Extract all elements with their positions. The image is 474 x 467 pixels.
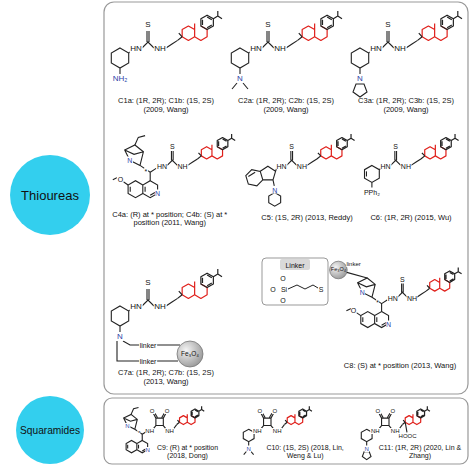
compound-caption: C9: (R) at * position (2018, Dong) [148,444,228,460]
atom-label: S [289,142,295,149]
atom-label: O [149,408,155,414]
atom-label: NH [274,45,287,53]
atom-label: NH [394,45,407,53]
c8-structure [330,261,462,327]
atom-label: NH [154,303,167,311]
linker-box [262,258,328,305]
atom-label: NH [145,428,155,434]
atom-label: HN [250,45,263,53]
atom-label: HN [157,163,168,170]
compound-caption: C11: (1R, 2R) (2020, Lin & Zhang) [374,444,466,460]
atom-label: O [280,296,286,303]
atom-label: S [400,275,406,282]
squaramide-panel [104,398,468,464]
compound-caption: C3a: (1R, 2R); C3b: (1S, 2S) (2009, Wang… [348,97,464,114]
atom-label: N [237,75,244,83]
atom-label: N [117,333,124,341]
compound-caption: C1a: (1R, 2R); C1b: (1S, 2S) (2009, Wang… [108,97,224,114]
atom-label: NH [390,428,400,434]
atom-label: NH [371,428,381,434]
atom-label: * [144,167,148,174]
atom-label: S [318,286,324,293]
atom-label: Linker [285,261,305,268]
compound-caption: C8: (S) at * position (2013, Wang) [335,362,465,371]
atom-label: Fe₃O₄ [330,267,346,273]
c7-structure [111,269,222,367]
atom-label: HN [380,163,391,170]
compound-caption: C5: (1S, 2R) (2013, Reddy) [260,214,355,223]
atom-label: NH [272,428,282,434]
atom-label: HN [370,45,383,53]
atom-label: NH [253,428,263,434]
category-circle: Squaramides [16,396,84,464]
atom-label: O [390,408,396,414]
atom-label: linker [139,358,157,365]
atom-label: S [169,142,175,149]
category-circle: Thioureas [10,155,90,235]
atom-label: linker [346,261,361,267]
c6-structure [365,134,459,188]
compound-caption: C2a: (1R, 2R); C2b: (1S, 2S) (2009, Wang… [228,97,344,114]
atom-label: NH [406,295,417,302]
atom-label: N [145,447,150,453]
atom-label: PPh₂ [363,188,380,195]
atom-label: O [117,176,123,183]
atom-label: HN [276,163,287,170]
compound-caption: C7a: (1R, 2R); C7b: (1S, 2S) (2013, Wang… [108,369,224,386]
atom-label: O [280,275,286,282]
category-label: Squaramides [20,425,80,436]
atom-label: HN [130,303,143,311]
atom-label: Fe₃O₄ [181,351,200,358]
atom-label: * [376,299,380,306]
atom-label: N [125,423,130,429]
atom-label: linker [139,342,157,349]
atom-label: S [393,142,399,149]
atom-label: NH [165,428,175,434]
atom-label: N [246,446,251,452]
c5-structure [246,134,355,206]
atom-label: HN [387,295,398,302]
atom-label: O [270,286,276,293]
atom-label: HN [130,45,143,53]
c3-structure [351,11,462,97]
atom-label: NH [177,163,188,170]
atom-label: O [350,307,356,314]
atom-label: * [137,430,140,436]
atom-label: N [357,75,364,83]
c1-structure [111,11,222,74]
c4-structure [113,134,235,198]
atom-label: HOOC [398,433,417,439]
atom-label: N [155,190,161,197]
compound-caption: C6: (1R, 2R) (2015, Wu) [361,214,461,223]
atom-label: N [359,289,365,296]
category-label: Thioureas [21,188,79,203]
c2-structure [231,11,342,89]
atom-label: S [265,21,271,29]
atom-label: Si [280,286,287,293]
atom-label: N [386,320,392,327]
atom-label: NH [154,45,167,53]
atom-label: N [127,157,133,164]
atom-label: O [257,408,263,414]
atom-label: O [375,408,381,414]
atom-label: S [145,279,151,287]
thiourea-panel [104,2,468,394]
atom-label: N [364,446,369,452]
atom-label: NH [296,163,307,170]
atom-label: NH₂ [112,75,128,83]
atom-label: O [164,408,170,414]
atom-label: NH [400,163,411,170]
atom-label: O [272,408,278,414]
atom-label: S [385,21,391,29]
atom-label: S [145,21,151,29]
atom-label: N [272,187,278,194]
compound-caption: C10: (1S, 2S) (2018, Lin, Weng & Lu) [258,444,353,460]
compound-caption: C4a: (R) at * position; C4b: (S) at * po… [107,211,232,228]
